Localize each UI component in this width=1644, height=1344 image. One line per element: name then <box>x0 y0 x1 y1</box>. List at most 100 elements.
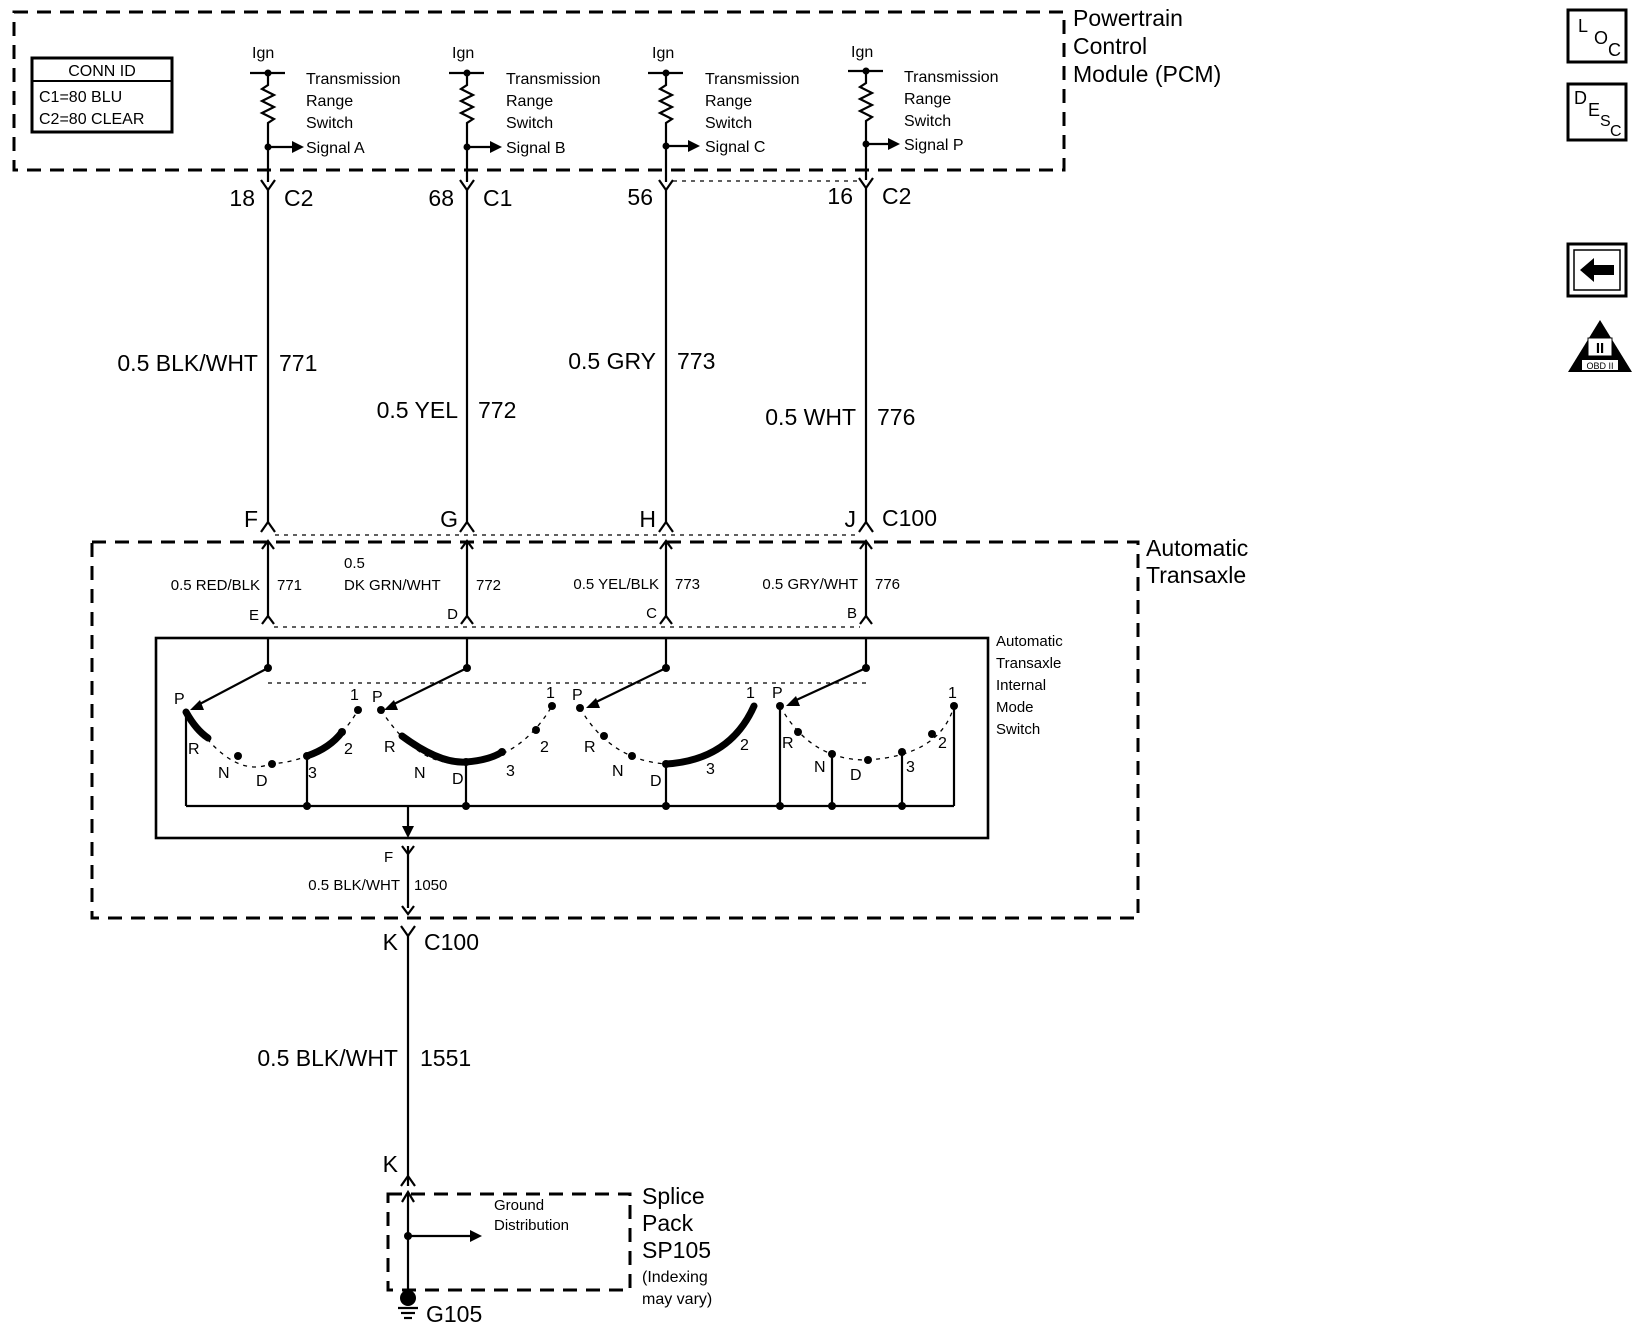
pull-up-resistor-icon <box>857 71 875 180</box>
pin-letter: J <box>845 506 857 532</box>
obd-ii-button[interactable]: II OBD II <box>1568 320 1632 372</box>
wire-color-label: 0.5 <box>344 555 365 572</box>
pcm-signal-a: Ign Transmission Range Switch Signal A <box>250 45 401 182</box>
position-label: 1 <box>546 685 555 702</box>
signal-label-line: Signal B <box>506 140 566 157</box>
wire-circuit-label: 773 <box>675 576 700 593</box>
ign-label: Ign <box>652 45 674 62</box>
ground-label-line: Ground <box>494 1197 544 1214</box>
signal-label-line: Switch <box>306 115 353 132</box>
range-switch-p: P R N D 3 2 1 <box>772 638 958 810</box>
ground-wire-1551: 0.5 BLK/WHT 1551 K <box>257 936 471 1187</box>
position-label: 3 <box>706 761 715 778</box>
conn-id-line-2: C2=80 CLEAR <box>39 111 144 128</box>
switch-label-line: Transaxle <box>996 655 1061 672</box>
desc-button[interactable]: D E S C <box>1566 82 1628 142</box>
signal-label-line: Range <box>306 93 353 110</box>
pcm-signal-p: Ign Transmission Range Switch Signal P <box>848 44 999 180</box>
position-label: P <box>174 691 185 708</box>
ground-out-arrow-icon <box>402 826 414 838</box>
internal-mode-switch-box <box>154 636 990 840</box>
loc-button[interactable]: L O C <box>1566 8 1628 64</box>
position-label: R <box>188 741 200 758</box>
signal-label-line: Transmission <box>306 71 401 88</box>
wire-color-label: 0.5 RED/BLK <box>171 577 260 594</box>
range-switch-c: P R N D 3 2 1 <box>572 638 758 810</box>
pin-letter: D <box>447 606 458 623</box>
pcm-signal-c: Ign Transmission Range Switch Signal C <box>648 45 800 182</box>
transaxle-boundary <box>90 540 1140 920</box>
wire-circuit-label: 771 <box>279 350 317 376</box>
conn-id-line-1: C1=80 BLU <box>39 89 122 106</box>
wire-circuit-label: 776 <box>877 404 915 430</box>
signal-label-line: Range <box>904 91 951 108</box>
switch-label-line: Automatic <box>996 633 1063 650</box>
splice-note-line: (Indexing <box>642 1269 708 1286</box>
pin-number: 68 <box>428 185 454 211</box>
ground-label-line: Distribution <box>494 1217 569 1234</box>
pcm-signal-b: Ign Transmission Range Switch Signal B <box>449 45 601 182</box>
wiper-arrow-icon <box>190 700 204 710</box>
wire-color-label: 0.5 BLK/WHT <box>257 1045 398 1071</box>
signal-arrow-icon <box>490 141 502 153</box>
desc-letter-c: C <box>1610 123 1622 140</box>
wire-circuit-label: 1050 <box>414 877 447 894</box>
pcm-title-line-1: Powertrain <box>1073 5 1183 31</box>
position-label: D <box>850 767 862 784</box>
position-label: N <box>814 759 826 776</box>
wire-circuit-label: 772 <box>478 397 516 423</box>
pin-number: 18 <box>229 185 255 211</box>
wire-color-label: 0.5 BLK/WHT <box>117 350 258 376</box>
c100-lower-connector: K C100 <box>383 925 479 955</box>
pin-number: 16 <box>827 183 853 209</box>
position-label: P <box>772 685 783 702</box>
pin-letter: E <box>249 607 259 624</box>
connector-id: C2 <box>284 185 313 211</box>
pcm-connector-pins: 18 C2 68 C1 56 16 C2 <box>229 177 911 211</box>
position-label: 1 <box>948 685 957 702</box>
splice-pack-boundary <box>386 1192 632 1292</box>
loc-letter-l: L <box>1578 16 1588 36</box>
pull-up-resistor-icon <box>458 73 476 182</box>
ign-label: Ign <box>452 45 474 62</box>
wiper-arrow-icon <box>384 700 398 710</box>
connector-id: C2 <box>882 183 911 209</box>
position-label: P <box>572 687 583 704</box>
position-label: D <box>256 773 268 790</box>
loc-letter-c: C <box>1608 40 1621 60</box>
position-label: N <box>612 763 624 780</box>
pin-letter: K <box>383 929 399 955</box>
pin-letter: G <box>440 506 458 532</box>
back-arrow-icon <box>1580 258 1614 282</box>
signal-label-line: Signal A <box>306 140 365 157</box>
range-switch-b: P R N D 3 2 1 <box>372 638 556 810</box>
wire-color-label: 0.5 YEL/BLK <box>573 576 659 593</box>
desc-letter-d: D <box>1574 88 1587 108</box>
wire-color-label: 0.5 GRY/WHT <box>762 576 858 593</box>
conn-id-header: CONN ID <box>68 63 136 80</box>
position-label: R <box>384 739 396 756</box>
range-switch-a: P R N D 3 2 1 <box>174 638 362 810</box>
position-label: 2 <box>344 741 353 758</box>
ign-label: Ign <box>252 45 274 62</box>
switch-label-line: Mode <box>996 699 1034 716</box>
switch-label-line: Switch <box>996 721 1040 738</box>
splice-title-line: Pack <box>642 1210 694 1236</box>
pin-letter: B <box>847 605 857 622</box>
signal-label-line: Range <box>705 93 752 110</box>
pcm-boundary <box>12 10 1066 172</box>
position-label: 3 <box>906 759 915 776</box>
wire-circuit-label: 773 <box>677 348 715 374</box>
connector-id: C100 <box>882 505 937 531</box>
position-label: N <box>218 765 230 782</box>
back-button[interactable] <box>1566 242 1628 298</box>
desc-letter-e: E <box>1588 100 1600 120</box>
ign-label: Ign <box>851 44 873 61</box>
ground-wire-1050: F 0.5 BLK/WHT 1050 <box>308 845 447 916</box>
position-label: 1 <box>350 687 359 704</box>
pull-up-resistor-icon <box>259 73 277 182</box>
wiper-arrow-icon <box>786 696 800 706</box>
signal-label-line: Signal P <box>904 137 964 154</box>
position-label: R <box>782 735 794 752</box>
transaxle-wires: 0.5 RED/BLK 771 E 0.5 DK GRN/WHT 772 D 0… <box>171 539 900 628</box>
